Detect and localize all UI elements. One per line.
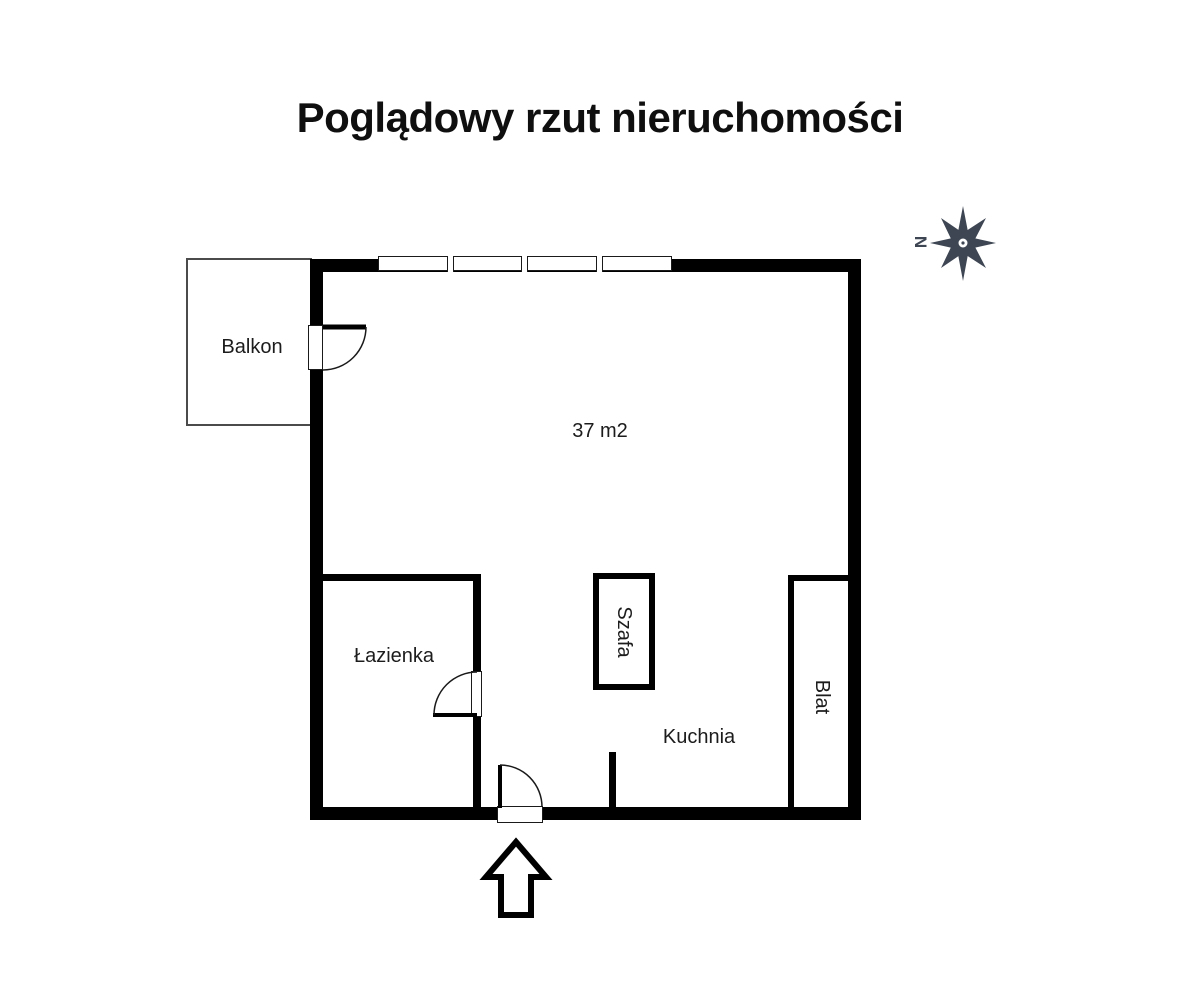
window-mullion — [447, 255, 454, 272]
window-mullion — [596, 255, 603, 272]
wall-right — [848, 259, 861, 820]
wardrobe-label: Szafa — [613, 606, 635, 658]
wall-bottom — [310, 807, 861, 820]
kitchen-label: Kuchnia — [662, 726, 736, 748]
compass-center-dot — [961, 241, 965, 245]
window-mullion — [521, 255, 528, 272]
area-label: 37 m2 — [572, 420, 628, 442]
bathroom-door-arc — [433, 671, 478, 716]
balcony-door-arc — [322, 326, 367, 371]
entry-door-arc — [499, 764, 543, 808]
window-top — [378, 255, 672, 272]
bathroom-wall-top — [310, 574, 481, 581]
wall-left — [310, 259, 323, 820]
countertop-label: Blat — [811, 679, 833, 715]
entry-arrow-icon — [479, 837, 553, 918]
balcony-label: Balkon — [221, 336, 283, 358]
kitchen-wall-stub — [609, 752, 616, 813]
wardrobe-box — [593, 573, 655, 690]
bathroom-label: Łazienka — [353, 645, 435, 667]
entry-door-frame — [497, 806, 543, 823]
compass-rose-icon — [930, 206, 996, 281]
balcony-outline — [186, 258, 312, 426]
page-title: Poglądowy rzut nieruchomości — [296, 94, 904, 141]
balcony-door-frame — [308, 325, 323, 370]
